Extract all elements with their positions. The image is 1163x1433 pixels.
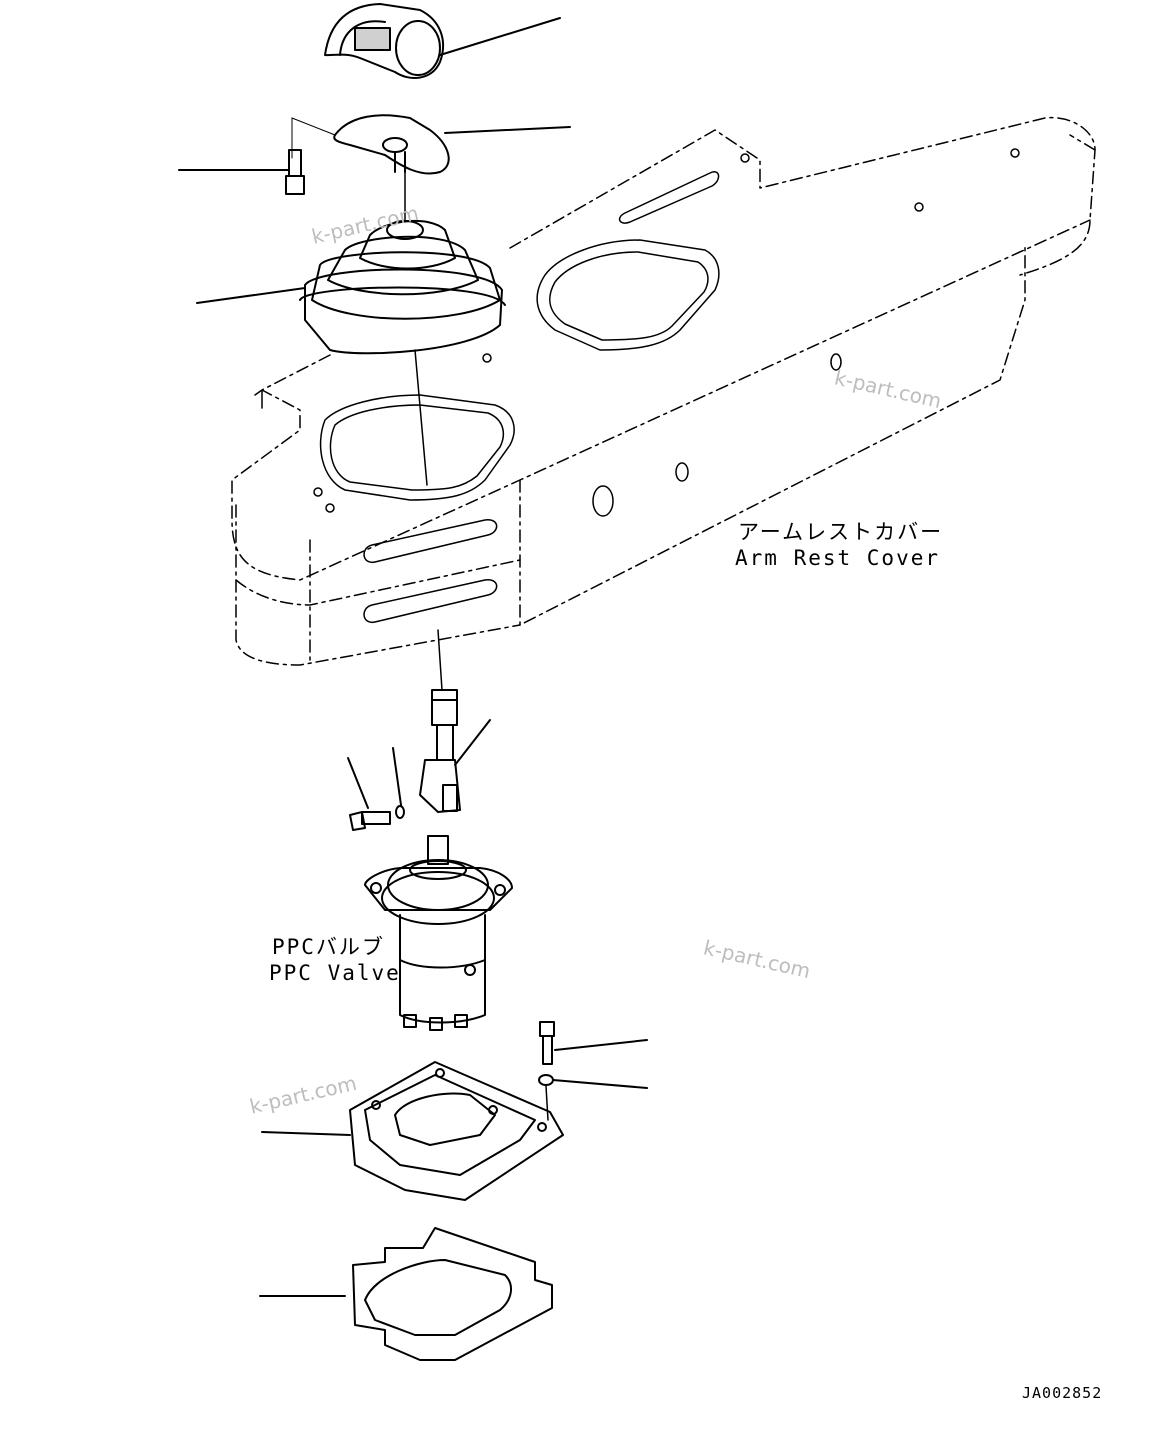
ppc-valve-label-jp: PPCバルブ [272,935,385,959]
arm-rest-cover-label-en: Arm Rest Cover [735,546,941,570]
knob-plate [291,114,571,175]
valve-base-plate [261,1061,564,1201]
ppc-valve-label-en: PPC Valve [269,961,401,985]
arm-rest-cover [231,116,1096,666]
center-line [414,349,428,486]
gasket [259,1227,553,1361]
lever-rod [419,689,491,813]
lever-knob [324,3,561,79]
drawing-code: JA002852 [1022,1384,1103,1402]
bolt-valve [538,1021,648,1089]
arm-rest-cover-label-jp: アームレストカバー [738,520,944,544]
ppc-valve [364,835,513,1031]
screw-small [178,149,305,195]
bolt-rod [347,747,405,831]
center-line [437,629,443,691]
rubber-boot [196,171,506,355]
